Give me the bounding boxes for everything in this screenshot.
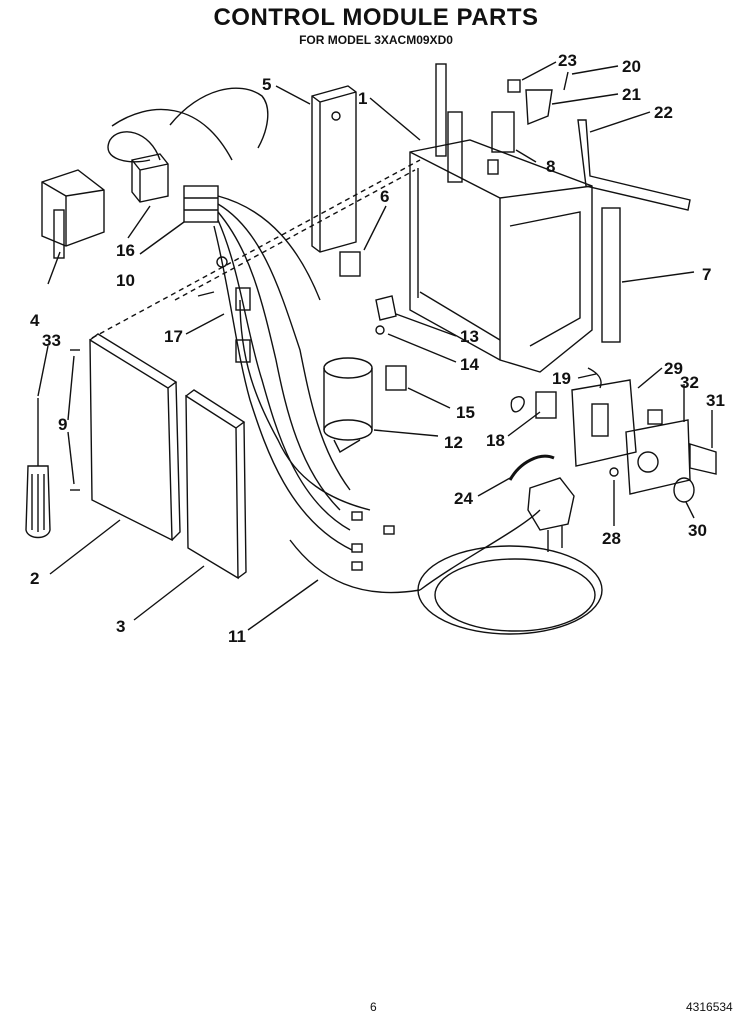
callout-4: 4 [30, 311, 40, 330]
callout-18: 18 [486, 431, 505, 450]
part-clip [487, 159, 499, 175]
wire-loop [169, 87, 269, 149]
callout-16: 16 [116, 241, 135, 260]
page-number: 6 [370, 1000, 377, 1014]
wire-loop [107, 131, 161, 163]
callout-28: 28 [602, 529, 621, 548]
part-bracket [447, 111, 463, 183]
callout-17: 17 [164, 327, 183, 346]
page-title: CONTROL MODULE PARTS [213, 4, 539, 31]
callout-23: 23 [558, 51, 577, 70]
part-screw-17 [197, 256, 251, 363]
document-number: 4316534 [686, 1000, 733, 1014]
callout-12: 12 [444, 433, 463, 452]
part-screw-20 [563, 71, 569, 91]
part-filter [491, 111, 515, 153]
part-knob-plate [609, 409, 717, 503]
model-subtitle: FOR MODEL 3XACM09XD0 [299, 33, 453, 47]
callout-19: 19 [552, 369, 571, 388]
part-power-cord [417, 477, 603, 635]
alignment-line [91, 159, 421, 339]
callout-9: 9 [58, 415, 67, 434]
part-pad [339, 251, 361, 277]
part-terminal-block [183, 185, 219, 223]
callout-15: 15 [456, 403, 475, 422]
part-foam-strip [601, 207, 621, 343]
callout-32: 32 [680, 373, 699, 392]
callout-5: 5 [262, 75, 271, 94]
callout-29: 29 [664, 359, 683, 378]
part-13 [375, 295, 397, 321]
callout-21: 21 [622, 85, 641, 104]
part-front-panel [89, 333, 181, 542]
callout-7: 7 [702, 265, 711, 284]
part-bracket-strip [435, 63, 447, 157]
part-screwdriver [25, 398, 51, 539]
part-main-housing [409, 139, 593, 373]
part-capacitor [323, 357, 373, 453]
callout-33: 33 [42, 331, 61, 350]
callout-14: 14 [460, 355, 479, 374]
leader-lines [37, 61, 713, 631]
part-bracket-21 [525, 89, 553, 126]
callout-24: 24 [454, 489, 473, 508]
callout-20: 20 [622, 57, 641, 76]
callout-3: 3 [116, 617, 125, 636]
callout-30: 30 [688, 521, 707, 540]
callout-11: 11 [228, 627, 246, 646]
part-rear-panel [185, 389, 247, 580]
callout-2: 2 [30, 569, 39, 588]
wire-loop [111, 108, 233, 161]
part-tube [508, 454, 555, 481]
part-switch-assembly [510, 367, 637, 467]
callout-31: 31 [706, 391, 725, 410]
callout-6: 6 [380, 187, 389, 206]
callout-1: 1 [358, 89, 367, 108]
callout-22: 22 [654, 103, 673, 122]
part-plug-connector [131, 153, 169, 203]
alignment-line [174, 169, 416, 301]
callout-10: 10 [116, 271, 135, 290]
part-vertical-panel [311, 85, 357, 253]
part-14 [375, 325, 385, 335]
part-clip-23 [507, 79, 521, 93]
part-wiring-harness [213, 195, 421, 594]
callout-8: 8 [546, 157, 555, 176]
part-rod-bracket [577, 119, 691, 211]
part-hood [41, 169, 105, 259]
part-15 [385, 365, 407, 391]
callout-13: 13 [460, 327, 479, 346]
